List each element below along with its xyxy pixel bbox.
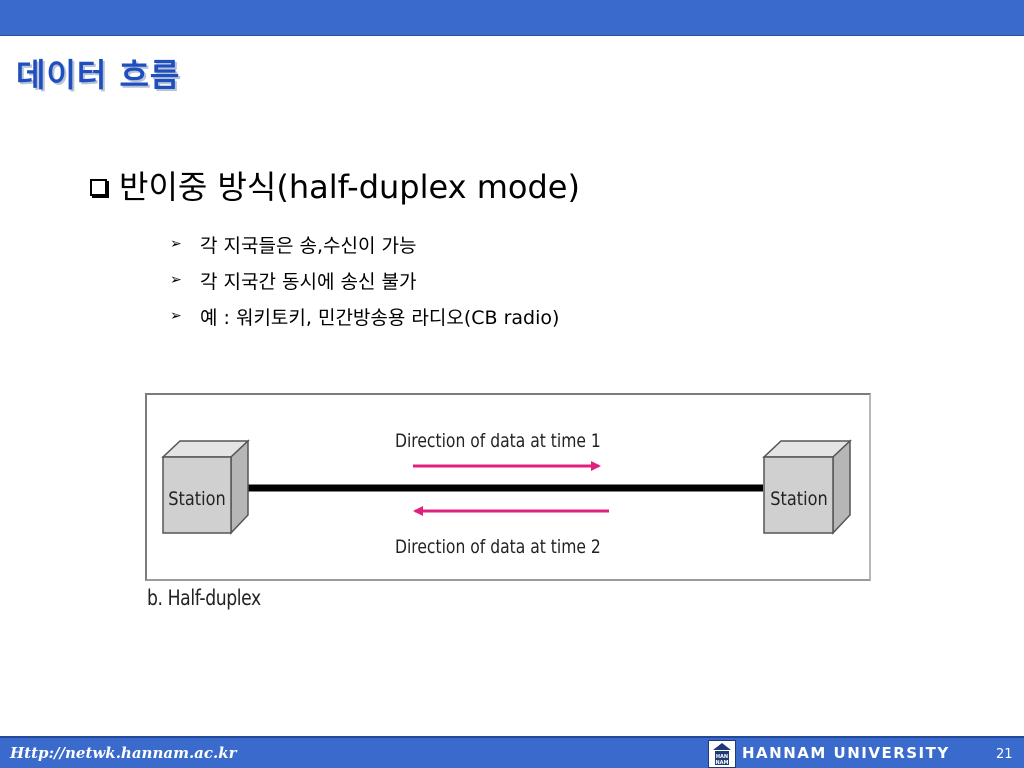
arrowhead-icon: ➢: [170, 236, 182, 252]
station-left-label: Station: [168, 489, 225, 511]
sub-bullet-text: 각 지국간 동시에 송신 불가: [200, 270, 417, 293]
slide-title: 데이터 흐름: [16, 56, 181, 94]
footer-url-link[interactable]: Http://netwk.hannam.ac.kr: [10, 744, 237, 762]
diagram-svg: Station Station Direction of data at tim…: [161, 431, 852, 559]
square-box-icon: [90, 178, 107, 196]
svg-text:HAN: HAN: [716, 754, 728, 760]
diagram-caption: b. Half-duplex: [147, 586, 261, 610]
arrowhead-icon: ➢: [170, 272, 182, 288]
bottom-bar: Http://netwk.hannam.ac.kr HAN NAM HANNAM…: [0, 736, 1024, 768]
footer-university-name: HANNAM UNIVERSITY: [742, 744, 950, 762]
station-left-box: [161, 439, 250, 535]
university-logo-icon: HAN NAM: [708, 740, 736, 768]
top-bar: [0, 0, 1024, 36]
arrow-top-label: Direction of data at time 1: [395, 431, 601, 453]
station-right-box: [762, 439, 852, 535]
main-bullet: 반이중 방식(half-duplex mode): [90, 162, 580, 208]
arrowhead-icon: ➢: [170, 308, 182, 324]
page-number: 21: [996, 747, 1013, 762]
sub-bullet: ➢ 예 : 워키토키, 민간방송용 라디오(CB radio): [170, 298, 559, 334]
half-duplex-diagram: Station Station Direction of data at tim…: [145, 393, 871, 581]
sub-bullet-list: ➢ 각 지국들은 송,수신이 가능 ➢ 각 지국간 동시에 송신 불가 ➢ 예 …: [170, 226, 559, 334]
arrow-bottom-label: Direction of data at time 2: [395, 537, 601, 559]
station-right-label: Station: [770, 489, 827, 511]
sub-bullet: ➢ 각 지국간 동시에 송신 불가: [170, 262, 559, 298]
sub-bullet: ➢ 각 지국들은 송,수신이 가능: [170, 226, 559, 262]
sub-bullet-text: 예 : 워키토키, 민간방송용 라디오(CB radio): [200, 306, 560, 329]
svg-text:NAM: NAM: [715, 760, 728, 766]
main-bullet-text: 반이중 방식(half-duplex mode): [119, 168, 580, 206]
sub-bullet-text: 각 지국들은 송,수신이 가능: [200, 234, 417, 257]
